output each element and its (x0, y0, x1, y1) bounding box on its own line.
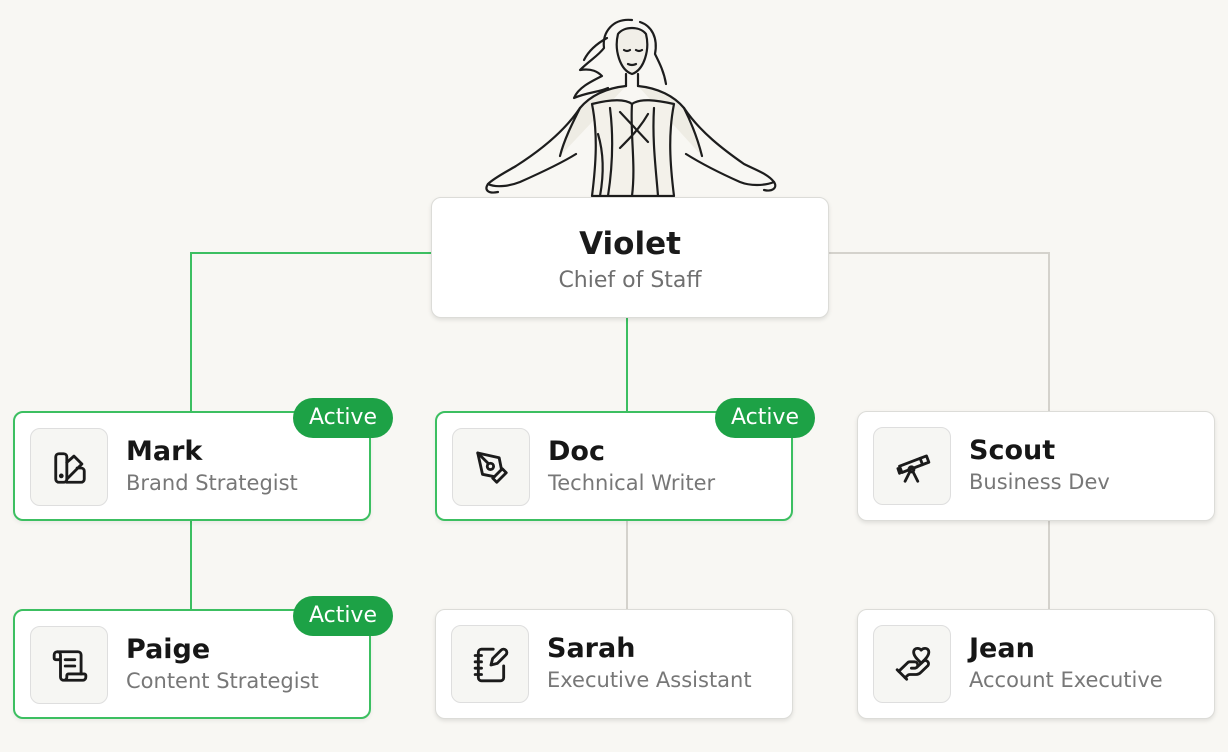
node-name: Paige (126, 634, 211, 665)
telescope-icon (896, 454, 931, 483)
node-name: Jean (969, 633, 1035, 664)
node-card-jean[interactable]: Jean Account Executive (857, 609, 1215, 719)
node-icon-box (30, 626, 108, 704)
node-role: Business Dev (969, 470, 1110, 494)
root-card-violet[interactable]: Violet Chief of Staff (431, 197, 829, 318)
node-name: Scout (969, 435, 1056, 466)
node-role: Brand Strategist (126, 471, 298, 495)
root-name: Violet (579, 226, 681, 262)
swatch-icon (54, 452, 86, 484)
connector-violet-mark (190, 252, 431, 411)
node-icon-box (30, 428, 108, 506)
node-role: Executive Assistant (547, 668, 752, 692)
node-icon-box (873, 427, 951, 505)
node-icon-box (451, 625, 529, 703)
node-icon-box (452, 428, 530, 506)
node-role: Account Executive (969, 668, 1163, 692)
node-card-scout[interactable]: Scout Business Dev (857, 411, 1215, 521)
node-card-sarah[interactable]: Sarah Executive Assistant (435, 609, 793, 719)
active-badge: Active (292, 398, 393, 438)
node-name: Mark (126, 436, 203, 467)
node-role: Technical Writer (548, 471, 716, 495)
node-card-doc[interactable]: Doc Technical Writer Active (435, 398, 815, 521)
notebook-pen-icon (473, 647, 509, 683)
active-badge: Active (714, 398, 815, 438)
node-card-paige[interactable]: Paige Content Strategist Active (13, 596, 393, 719)
node-icon-box (873, 625, 951, 703)
connector-violet-scout (829, 252, 1050, 411)
root-role: Chief of Staff (558, 268, 702, 293)
figure-illustration (485, 18, 777, 198)
pen-nib-icon (476, 451, 508, 484)
node-name: Sarah (547, 633, 636, 664)
scroll-icon (52, 650, 88, 682)
active-badge: Active (292, 596, 393, 636)
node-role: Content Strategist (126, 669, 319, 693)
node-name: Doc (548, 436, 605, 467)
node-card-mark[interactable]: Mark Brand Strategist Active (13, 398, 393, 521)
hand-heart-icon (895, 646, 931, 681)
